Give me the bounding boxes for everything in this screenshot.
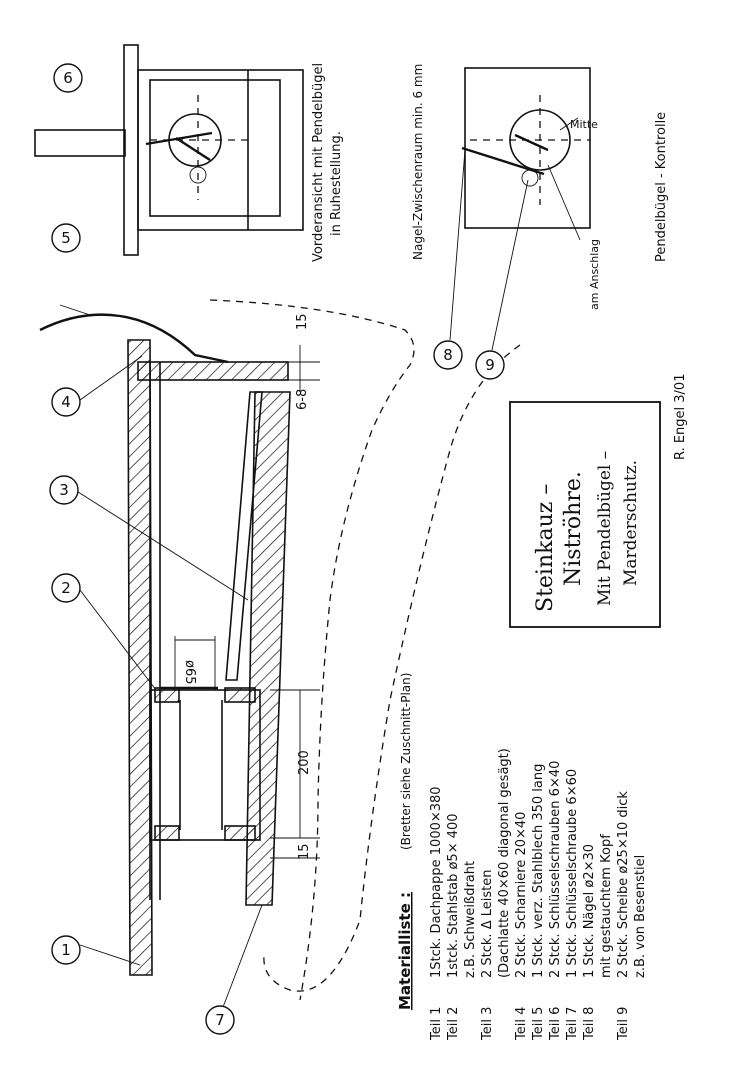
side-section-view: ø65 15 6-8 200 15 [39, 299, 521, 1016]
material-text-5: 2 Stck. Scharniere 20×40 [514, 812, 529, 978]
material-text-2: z.B. Schweißdraht [463, 861, 478, 978]
tube-body [149, 689, 261, 841]
material-text-7: 2 Stck. Schlüsselschrauben 6×40 [548, 761, 563, 978]
material-text-3: 2 Stck. Δ Leisten [480, 870, 495, 978]
stop-label: am Anschlag [588, 239, 601, 310]
front-label-1: Vorderansicht mit Pendelbügel [311, 63, 326, 262]
material-part-9: Teil 8 [582, 1007, 597, 1041]
svg-text:5: 5 [61, 229, 71, 247]
title-line-2: Niströhre. [561, 471, 586, 586]
materials-note: (Bretter siehe Zuschnitt-Plan) [399, 673, 413, 850]
front-view [34, 44, 304, 256]
svg-text:6: 6 [63, 69, 73, 87]
callout-1: 1 [51, 935, 81, 965]
callout-3: 3 [49, 475, 79, 505]
material-part-11: Teil 9 [616, 1007, 631, 1041]
trunk-outline [209, 299, 415, 1001]
material-text-11: 2 Stck. Scheibe ø25×10 dick [616, 791, 631, 978]
title-line-3: Mit Pendelbügel – [595, 451, 615, 606]
svg-text:7: 7 [215, 1011, 225, 1029]
svg-text:1: 1 [61, 941, 71, 959]
title-line-1: Steinkauz – [533, 484, 558, 612]
floor-board [245, 391, 291, 906]
callout-9: 9 [475, 350, 505, 380]
front-view-label: Vorderansicht mit Pendelbügel in Ruheste… [311, 63, 344, 262]
dim-gap: 6-8 [295, 389, 310, 410]
dim-top: 15 [295, 313, 310, 330]
materials-heading: Materialliste : [396, 892, 414, 1010]
material-part-3: Teil 3 [480, 1007, 495, 1041]
material-text-9: 1 Stck. Nägel ø2×30 [582, 844, 597, 978]
material-text-4: (Dachlatte 40×60 diagonal gesägt) [497, 748, 512, 978]
callout-2: 2 [51, 573, 81, 603]
roof-board [127, 339, 153, 976]
check-view: Mitte Nagel-Zwischenraum min. 6 mm am An… [411, 64, 669, 351]
diameter-label: ø65 [182, 660, 197, 685]
nail-gap-label: Nagel-Zwischenraum min. 6 mm [411, 64, 425, 260]
material-text-10: mit gestauchtem Kopf [599, 834, 614, 978]
back-wall [137, 361, 289, 381]
svg-text:9: 9 [485, 356, 495, 374]
callout-5: 5 [51, 223, 81, 253]
callout-6: 6 [53, 63, 83, 93]
front-label-2: in Ruhestellung. [329, 131, 344, 236]
material-part-8: Teil 7 [565, 1007, 580, 1041]
material-text-1: 1stck. Stahlstab ø5× 400 [446, 813, 461, 978]
check-label: Pendelbügel - Kontrolle [654, 112, 669, 262]
svg-text:2: 2 [61, 579, 71, 597]
material-part-5: Teil 4 [514, 1007, 529, 1041]
material-text-0: 1Stck. Dachpappe 1000×380 [429, 786, 444, 978]
material-list: Materialliste : (Bretter siehe Zuschnitt… [396, 673, 414, 1010]
callout-8: 8 [433, 340, 463, 370]
callout-4: 4 [51, 387, 81, 417]
material-text-12: z.B. von Besenstiel [633, 855, 648, 978]
perch-strip [225, 391, 263, 681]
title-line-4: Marderschutz. [621, 460, 641, 586]
dim-length: 200 [297, 750, 312, 775]
material-text-8: 1 Stck. Schlüsselschraube 6×60 [565, 769, 580, 978]
material-part-0: Teil 1 [429, 1007, 444, 1041]
title-box: Steinkauz – Niströhre. Mit Pendelbügel –… [509, 401, 661, 628]
svg-text:8: 8 [443, 346, 453, 364]
material-text-6: 1 Stck. verz. Stahlblech 350 lang [531, 764, 546, 978]
callout-7: 7 [205, 1005, 235, 1035]
pendulum-rod [39, 313, 229, 364]
hanging-plate [34, 129, 126, 157]
material-part-1: Teil 2 [446, 1007, 461, 1041]
center-label: Mitte [570, 118, 598, 131]
material-part-7: Teil 6 [548, 1007, 563, 1041]
author-signature: R. Engel 3/01 [673, 374, 688, 460]
svg-text:3: 3 [59, 481, 69, 499]
svg-text:4: 4 [61, 393, 71, 411]
material-part-6: Teil 5 [531, 1007, 546, 1041]
dim-bottom: 15 [297, 843, 312, 860]
